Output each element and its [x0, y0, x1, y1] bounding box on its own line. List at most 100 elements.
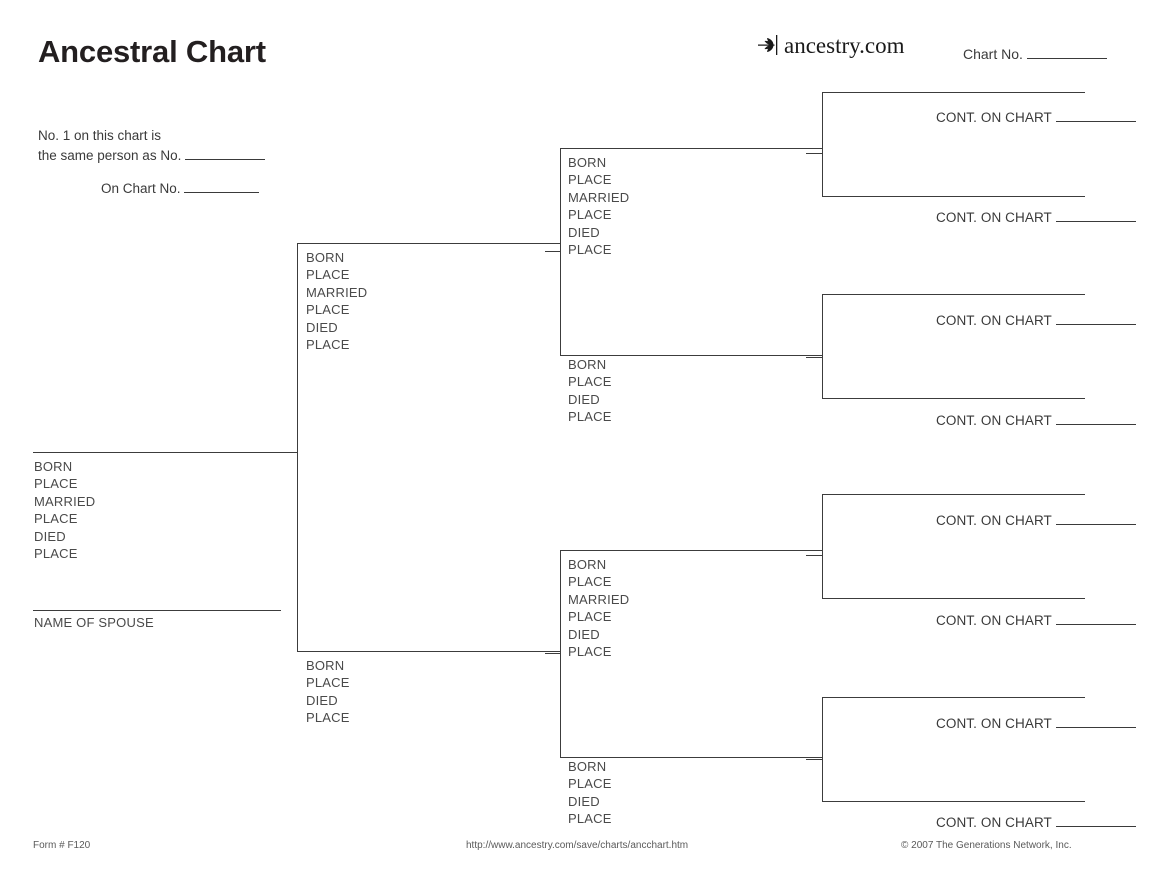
field-place: PLACE: [568, 172, 612, 188]
person-2-fields: BORN PLACE MARRIED PLACE DIED PLACE: [306, 249, 367, 353]
person-5-fields: BORN PLACE DIED PLACE: [568, 356, 612, 426]
person-11-cont-on-chart[interactable]: CONT. ON CHART: [936, 413, 1136, 428]
person-15-cont-on-chart[interactable]: CONT. ON CHART: [936, 815, 1136, 830]
chart-no-field[interactable]: Chart No.: [963, 46, 1107, 62]
cont-label-text: CONT. ON CHART: [936, 210, 1052, 225]
cont-chart-blank[interactable]: [1055, 727, 1136, 728]
field-place: PLACE: [568, 574, 612, 590]
field-born: BORN: [568, 557, 607, 572]
connector-gen2mother-to-gen3: [545, 653, 561, 654]
person-7-fields: BORN PLACE DIED PLACE: [568, 758, 612, 828]
spouse-name-rule[interactable]: [33, 610, 281, 611]
chart-no-label: Chart No.: [963, 46, 1023, 62]
field-born: BORN: [34, 459, 73, 474]
field-place-3: PLACE: [34, 546, 78, 562]
person-1-name-rule[interactable]: [33, 452, 298, 453]
person-6-name-rule[interactable]: [560, 550, 822, 551]
cont-chart-blank[interactable]: [1055, 826, 1136, 827]
person-14-cont-on-chart[interactable]: CONT. ON CHART: [936, 716, 1136, 731]
cont-chart-blank[interactable]: [1055, 324, 1136, 325]
person-13-cont-on-chart[interactable]: CONT. ON CHART: [936, 613, 1136, 628]
gen4-bracket-4-spine: [822, 697, 823, 801]
note-line-2-label: the same person as No.: [38, 147, 182, 163]
field-married: MARRIED: [34, 493, 96, 509]
cont-chart-blank[interactable]: [1055, 524, 1136, 525]
note-line-2[interactable]: the same person as No.: [38, 146, 266, 166]
person-14-name-rule[interactable]: [822, 697, 1085, 698]
field-place-2: PLACE: [568, 811, 612, 827]
field-place-2: PLACE: [306, 302, 350, 318]
connector-p1-to-gen2: [281, 452, 298, 453]
connector-gen2father-to-gen3: [545, 251, 561, 252]
same-person-note: No. 1 on this chart is the same person a…: [38, 126, 266, 199]
person-2-name-rule[interactable]: [297, 243, 561, 244]
on-chart-no-blank[interactable]: [184, 192, 260, 194]
person-3-fields: BORN PLACE DIED PLACE: [306, 657, 350, 727]
person-11-name-rule[interactable]: [822, 398, 1085, 399]
cont-chart-blank[interactable]: [1055, 121, 1136, 122]
cont-chart-blank[interactable]: [1055, 624, 1136, 625]
person-12-name-rule[interactable]: [822, 494, 1085, 495]
field-died: DIED: [306, 319, 338, 335]
person-12-cont-on-chart[interactable]: CONT. ON CHART: [936, 513, 1136, 528]
field-married: MARRIED: [568, 591, 630, 607]
field-place-2: PLACE: [34, 511, 78, 527]
page-title: Ancestral Chart: [38, 34, 266, 69]
cont-label-text: CONT. ON CHART: [936, 716, 1052, 731]
field-died: DIED: [568, 793, 600, 809]
footer-copyright: © 2007 The Generations Network, Inc.: [901, 840, 1072, 851]
cont-label-text: CONT. ON CHART: [936, 110, 1052, 125]
person-9-name-rule[interactable]: [822, 196, 1085, 197]
person-10-name-rule[interactable]: [822, 294, 1085, 295]
field-place: PLACE: [306, 675, 350, 691]
connector-p5-to-gen4: [806, 357, 823, 358]
person-13-name-rule[interactable]: [822, 598, 1085, 599]
field-married: MARRIED: [306, 284, 368, 300]
field-place-2: PLACE: [568, 409, 612, 425]
field-place: PLACE: [34, 476, 78, 492]
person-15-name-rule[interactable]: [822, 801, 1085, 802]
person-6-fields: BORN PLACE MARRIED PLACE DIED PLACE: [568, 556, 629, 660]
person-10-cont-on-chart[interactable]: CONT. ON CHART: [936, 313, 1136, 328]
person-3-name-rule[interactable]: [297, 651, 561, 652]
field-place-2: PLACE: [306, 710, 350, 726]
field-born: BORN: [306, 658, 345, 673]
person-4-fields: BORN PLACE MARRIED PLACE DIED PLACE: [568, 154, 629, 258]
same-person-no-blank[interactable]: [185, 158, 266, 160]
person-8-name-rule[interactable]: [822, 92, 1085, 93]
chart-no-blank[interactable]: [1026, 58, 1107, 59]
field-place-3: PLACE: [568, 242, 612, 258]
gen2-bracket-spine: [297, 243, 298, 652]
ancestry-leaf-icon: [758, 35, 778, 55]
gen4-bracket-2-spine: [822, 294, 823, 398]
ancestry-logo[interactable]: ancestry.com: [757, 31, 904, 59]
spouse-label: NAME OF SPOUSE: [34, 615, 154, 630]
footer-url[interactable]: http://www.ancestry.com/save/charts/ancc…: [466, 840, 689, 851]
gen4-bracket-1-spine: [822, 92, 823, 196]
field-died: DIED: [568, 626, 600, 642]
field-place-2: PLACE: [568, 609, 612, 625]
person-4-name-rule[interactable]: [560, 148, 822, 149]
note-line-3-label: On Chart No.: [101, 181, 181, 197]
footer-form-number: Form # F120: [33, 840, 91, 851]
cont-chart-blank[interactable]: [1055, 221, 1136, 222]
note-line-3[interactable]: On Chart No.: [38, 179, 265, 199]
person-8-cont-on-chart[interactable]: CONT. ON CHART: [936, 110, 1136, 125]
cont-label-text: CONT. ON CHART: [936, 513, 1052, 528]
field-place: PLACE: [568, 374, 612, 390]
person-5-name-rule[interactable]: [560, 355, 822, 356]
field-married: MARRIED: [568, 189, 630, 205]
cont-chart-blank[interactable]: [1055, 424, 1136, 425]
connector-p6-to-gen4: [806, 555, 823, 556]
field-place-3: PLACE: [568, 644, 612, 660]
cont-label-text: CONT. ON CHART: [936, 413, 1052, 428]
person-7-name-rule[interactable]: [560, 757, 822, 758]
field-born: BORN: [568, 357, 607, 372]
cont-label-text: CONT. ON CHART: [936, 815, 1052, 830]
cont-label-text: CONT. ON CHART: [936, 313, 1052, 328]
field-place-3: PLACE: [306, 337, 350, 353]
gen4-bracket-3-spine: [822, 494, 823, 598]
person-9-cont-on-chart[interactable]: CONT. ON CHART: [936, 210, 1136, 225]
person-1-fields: BORN PLACE MARRIED PLACE DIED PLACE: [34, 458, 95, 562]
